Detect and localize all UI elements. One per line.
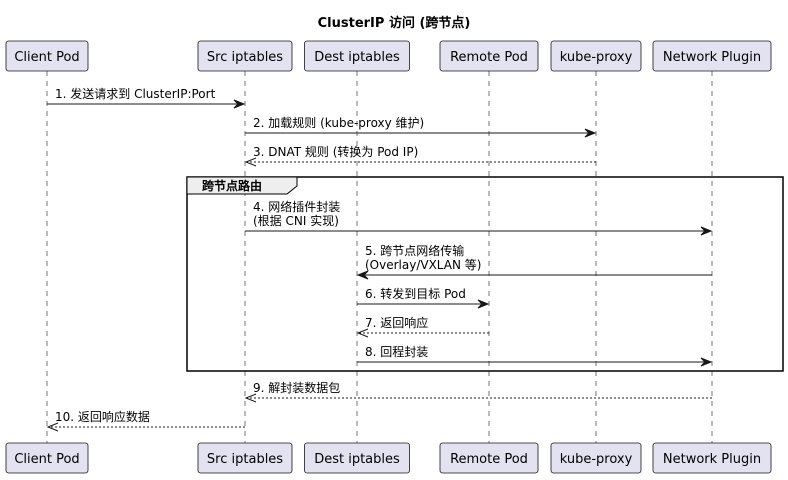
message-arrowhead [356, 270, 369, 280]
message-arrowhead [477, 299, 490, 309]
message-label: (Overlay/VXLAN 等) [365, 258, 481, 272]
message-arrowhead [700, 226, 713, 236]
participant-kube-proxy-top: kube-proxy [550, 40, 642, 72]
participant-box [5, 40, 89, 72]
participant-box [439, 442, 539, 474]
participant-box [197, 442, 293, 474]
message-arrowhead [244, 393, 257, 403]
message-arrowhead [244, 157, 257, 167]
message-4: 4. 网络插件封装(根据 CNI 实现) [245, 199, 713, 236]
message-2: 2. 加载规则 (kube-proxy 维护) [245, 115, 597, 138]
participant-label: kube-proxy [560, 452, 633, 467]
participant-client-pod-bottom: Client Pod [5, 442, 89, 474]
participant-label: Src iptables [207, 50, 283, 65]
message-arrowhead [700, 357, 713, 367]
participant-label: Remote Pod [450, 50, 528, 65]
messages: 1. 发送请求到 ClusterIP:Port 2. 加载规则 (kube-pro… [46, 86, 713, 432]
participant-label: Network Plugin [663, 452, 761, 467]
participant-label: Dest iptables [314, 50, 400, 65]
participant-remote-pod-top: Remote Pod [439, 40, 539, 72]
message-10: 10. 返回响应数据 [46, 409, 245, 432]
message-5: 5. 跨节点网络传输(Overlay/VXLAN 等) [356, 243, 712, 280]
participants-top: Client Pod Src iptables Dest iptables Remot… [5, 40, 772, 72]
participant-remote-pod-bottom: Remote Pod [439, 442, 539, 474]
participant-kube-proxy-bottom: kube-proxy [550, 442, 642, 474]
participant-label: Network Plugin [663, 50, 761, 65]
group-frame: 跨节点路由 [186, 176, 784, 372]
participant-label: Client Pod [14, 452, 79, 467]
message-arrowhead [46, 422, 59, 432]
participant-box [304, 40, 410, 72]
message-1: 1. 发送请求到 ClusterIP:Port [47, 86, 246, 109]
participant-box [304, 442, 410, 474]
group-frame-tab [186, 176, 298, 195]
participant-box [5, 442, 89, 474]
message-label: 7. 返回响应 [365, 315, 428, 330]
participant-network-plugin-top: Network Plugin [652, 40, 772, 72]
message-label: 8. 回程封装 [365, 344, 428, 359]
message-label: 3. DNAT 规则 (转换为 Pod IP) [253, 144, 418, 159]
participant-box [550, 40, 642, 72]
participant-client-pod-top: Client Pod [5, 40, 89, 72]
message-label: 10. 返回响应数据 [55, 409, 150, 424]
participant-box [652, 442, 772, 474]
participant-network-plugin-bottom: Network Plugin [652, 442, 772, 474]
message-label: (根据 CNI 实现) [253, 213, 339, 228]
participant-label: Src iptables [207, 452, 283, 467]
participant-label: Dest iptables [314, 452, 400, 467]
message-9: 9. 解封装数据包 [244, 380, 712, 403]
participant-dest-iptables-bottom: Dest iptables [304, 442, 410, 474]
participant-label: Client Pod [14, 50, 79, 65]
message-8: 8. 回程封装 [357, 344, 713, 367]
participant-label: kube-proxy [560, 50, 633, 65]
participant-src-iptables-bottom: Src iptables [197, 442, 293, 474]
message-arrowhead [233, 99, 246, 109]
diagram-title: ClusterIP 访问 (跨节点) [318, 15, 471, 31]
participant-label: Remote Pod [450, 452, 528, 467]
message-arrowhead [356, 328, 369, 338]
participants-bottom: Client Pod Src iptables Dest iptables Remot… [5, 442, 772, 474]
message-label: 6. 转发到目标 Pod [365, 286, 466, 301]
participant-box [439, 40, 539, 72]
participant-src-iptables-top: Src iptables [197, 40, 293, 72]
participant-box [197, 40, 293, 72]
message-label: 4. 网络插件封装 [253, 199, 340, 214]
message-arrowhead [584, 128, 597, 138]
participant-dest-iptables-top: Dest iptables [304, 40, 410, 72]
message-6: 6. 转发到目标 Pod [357, 286, 490, 309]
message-3: 3. DNAT 规则 (转换为 Pod IP) [244, 144, 596, 167]
group-frame-border [186, 176, 784, 372]
participant-box [652, 40, 772, 72]
message-7: 7. 返回响应 [356, 315, 489, 338]
message-label: 2. 加载规则 (kube-proxy 维护) [253, 115, 424, 130]
message-label: 1. 发送请求到 ClusterIP:Port [55, 86, 216, 101]
group-frame-label: 跨节点路由 [202, 178, 262, 193]
message-label: 5. 跨节点网络传输 [365, 243, 464, 258]
message-label: 9. 解封装数据包 [253, 380, 340, 395]
participant-box [550, 442, 642, 474]
